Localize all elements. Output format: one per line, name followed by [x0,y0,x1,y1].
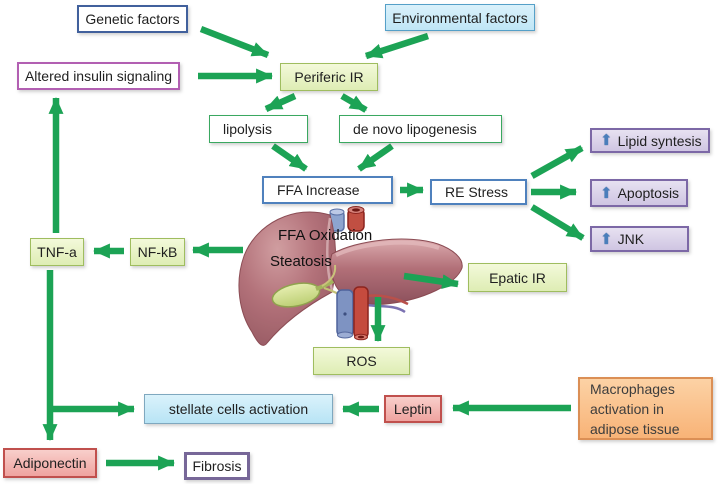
node-lipolysis: lipolysis [209,115,308,143]
node-label: Macrophages activation in adipose tissue [590,380,680,437]
increase-arrow-icon: ⬆ [600,184,613,202]
node-genetic-factors: Genetic factors [77,5,188,33]
node-nf-kb: NF-kB [130,238,185,266]
node-label: Periferic IR [294,69,364,85]
node-macrophages-activation: Macrophages activation in adipose tissue [578,377,713,440]
node-tnf-a: TNF-a [30,238,84,266]
node-label: Apoptosis [617,185,680,201]
arrow-liver-to-epatic [403,272,459,290]
arrow-restress-to-lipid [530,145,584,179]
arrow-environmental-to-periferic [365,32,429,60]
node-epatic-ir: Epatic IR [468,263,567,292]
node-altered-insulin-signaling: Altered insulin signaling [17,62,180,90]
node-leptin: Leptin [384,395,442,423]
node-label: Epatic IR [489,269,546,286]
liver-label-ffa-oxidation: FFA Oxidation [278,227,373,244]
node-ros: ROS [313,347,410,375]
node-jnk: ⬆ JNK [590,226,689,252]
node-re-stress: RE Stress [430,179,527,205]
node-label: Genetic factors [85,11,180,27]
node-label: Environmental factors [392,9,528,26]
increase-arrow-icon: ⬆ [600,132,613,149]
node-label: lipolysis [223,121,273,137]
increase-arrow-icon: ⬆ [600,230,613,248]
node-label: stellate cells activation [168,401,309,417]
node-stellate-cells-activation: stellate cells activation [144,394,333,424]
node-label: JNK [617,231,645,247]
arrow-denovo-to-ffa [357,143,394,172]
node-label: Altered insulin signaling [24,68,173,84]
node-lipid-syntesis: ⬆ Lipid syntesis [590,128,710,153]
node-label: FFA Increase [277,182,360,198]
arrow-periferic-to-denovo [340,93,368,113]
node-fibrosis: Fibrosis [184,452,250,480]
gallbladder [271,264,337,308]
node-de-novo-lipogenesis: de novo lipogenesis [339,115,502,143]
arrow-periferic-to-lipolysis [264,93,297,112]
node-label: Adiponectin [13,455,87,471]
node-label: Fibrosis [192,458,242,474]
node-label: Lipid syntesis [617,132,702,149]
node-label: de novo lipogenesis [353,121,477,137]
liver-bottom-vessels [323,286,409,341]
node-label: TNF-a [37,244,77,260]
node-adiponectin: Adiponectin [3,448,97,478]
node-label: RE Stress [445,184,509,200]
arrow-restress-to-jnk [530,204,585,241]
node-periferic-ir: Periferic IR [280,63,378,91]
node-environmental-factors: Environmental factors [385,4,535,31]
liver-label-steatosis: Steatosis [270,253,332,270]
arrow-lipolysis-to-ffa [271,143,308,172]
node-apoptosis: ⬆ Apoptosis [590,179,688,207]
node-label: ROS [346,353,377,369]
node-label: Leptin [393,401,433,417]
liver-illustration [238,206,463,346]
node-label: NF-kB [137,244,178,260]
node-ffa-increase: FFA Increase [262,176,393,204]
arrow-genetic-to-periferic [199,25,270,59]
